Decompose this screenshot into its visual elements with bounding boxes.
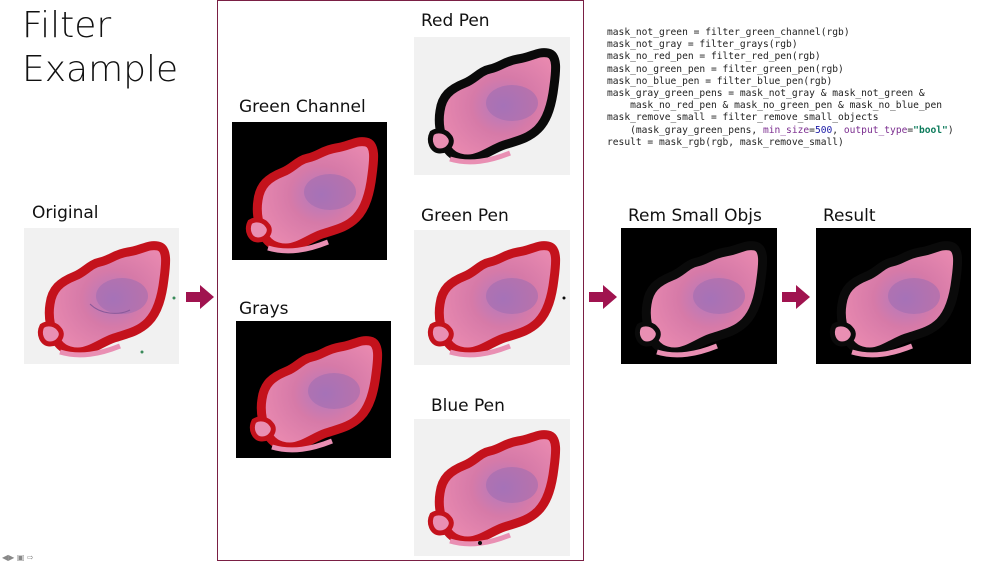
code-text: (mask_gray_green_pens, — [607, 124, 763, 136]
right-arrow-icon — [589, 285, 617, 309]
code-keyword: min_size — [762, 124, 810, 136]
code-line: mask_no_red_pen = filter_red_pen(rgb) — [607, 51, 821, 63]
image-rem-small-objs — [621, 228, 777, 364]
code-line: mask_gray_green_pens = mask_not_gray & m… — [607, 88, 925, 100]
code-line: mask_remove_small = filter_remove_small_… — [607, 112, 879, 124]
image-result — [816, 228, 971, 364]
code-text: = — [809, 124, 815, 136]
right-arrow-icon — [782, 285, 810, 309]
code-line: result = mask_rgb(rgb, mask_remove_small… — [607, 136, 844, 148]
filters-group-frame — [217, 0, 584, 561]
code-line: mask_no_green_pen = filter_green_pen(rgb… — [607, 63, 844, 75]
label-blue-pen: Blue Pen — [431, 396, 505, 416]
code-line: (mask_gray_green_pens, min_size=500, out… — [607, 125, 997, 137]
code-line: mask_no_blue_pen = filter_blue_pen(rgb) — [607, 75, 833, 87]
code-line: mask_no_red_pen & mask_no_green_pen & ma… — [607, 100, 943, 112]
right-arrow-icon — [186, 285, 214, 309]
label-green-pen: Green Pen — [421, 206, 509, 226]
code-text: , — [832, 124, 844, 136]
image-original — [24, 228, 179, 364]
label-green-channel: Green Channel — [239, 97, 366, 117]
code-text: ) — [947, 124, 954, 136]
image-blue-pen — [414, 419, 570, 556]
label-rem-small-objs: Rem Small Objs — [628, 206, 762, 226]
code-text: = — [907, 124, 914, 136]
image-green-pen — [414, 230, 570, 365]
label-result: Result — [823, 206, 876, 226]
code-block: mask_not_green = filter_green_channel(rg… — [607, 27, 997, 149]
slide-title-line1: Filter — [22, 5, 112, 46]
slide-nav-icons[interactable]: ◀▶ ▣ ⇨ — [2, 553, 34, 562]
code-number: 500 — [814, 124, 833, 136]
image-green-channel — [232, 122, 387, 260]
code-line: mask_not_green = filter_green_channel(rg… — [607, 27, 850, 38]
label-original: Original — [32, 203, 99, 223]
label-red-pen: Red Pen — [421, 11, 490, 31]
image-red-pen — [414, 37, 570, 175]
slide-title-line2: Example — [22, 49, 179, 90]
code-string: "bool" — [913, 124, 948, 136]
slide-title: Filter Example — [22, 4, 222, 92]
label-grays: Grays — [239, 299, 289, 319]
code-keyword: output_type — [843, 124, 908, 136]
image-grays — [236, 321, 391, 458]
code-line: mask_not_gray = filter_grays(rgb) — [607, 39, 798, 51]
